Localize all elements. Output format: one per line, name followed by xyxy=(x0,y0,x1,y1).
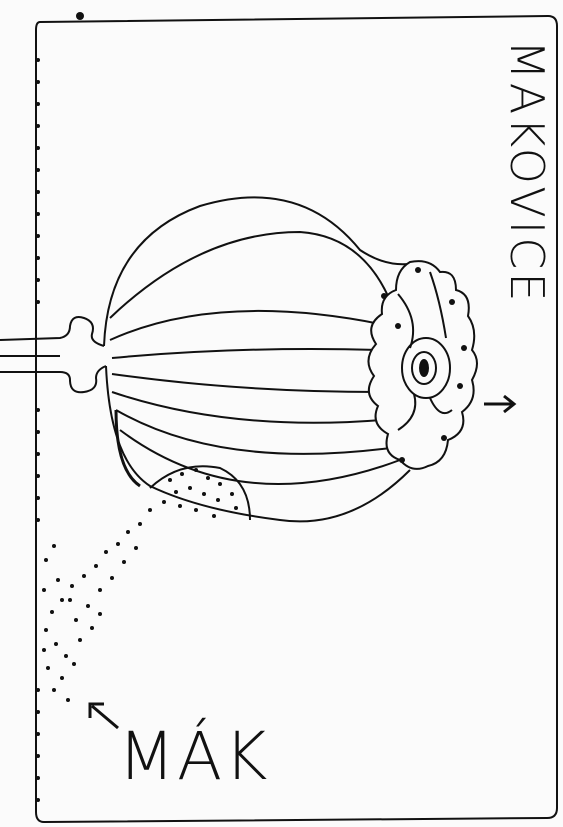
arrow-to-makovice xyxy=(484,396,514,412)
stem xyxy=(0,317,106,392)
label-mak: MÁK xyxy=(118,712,288,802)
arrow-to-mak xyxy=(90,704,118,728)
label-makovice: MAKOVICE xyxy=(492,40,562,390)
capsule-crown xyxy=(368,261,477,469)
card-frame xyxy=(36,16,557,822)
frame-pin-dot xyxy=(76,12,84,20)
poppy-seeds xyxy=(42,466,250,702)
